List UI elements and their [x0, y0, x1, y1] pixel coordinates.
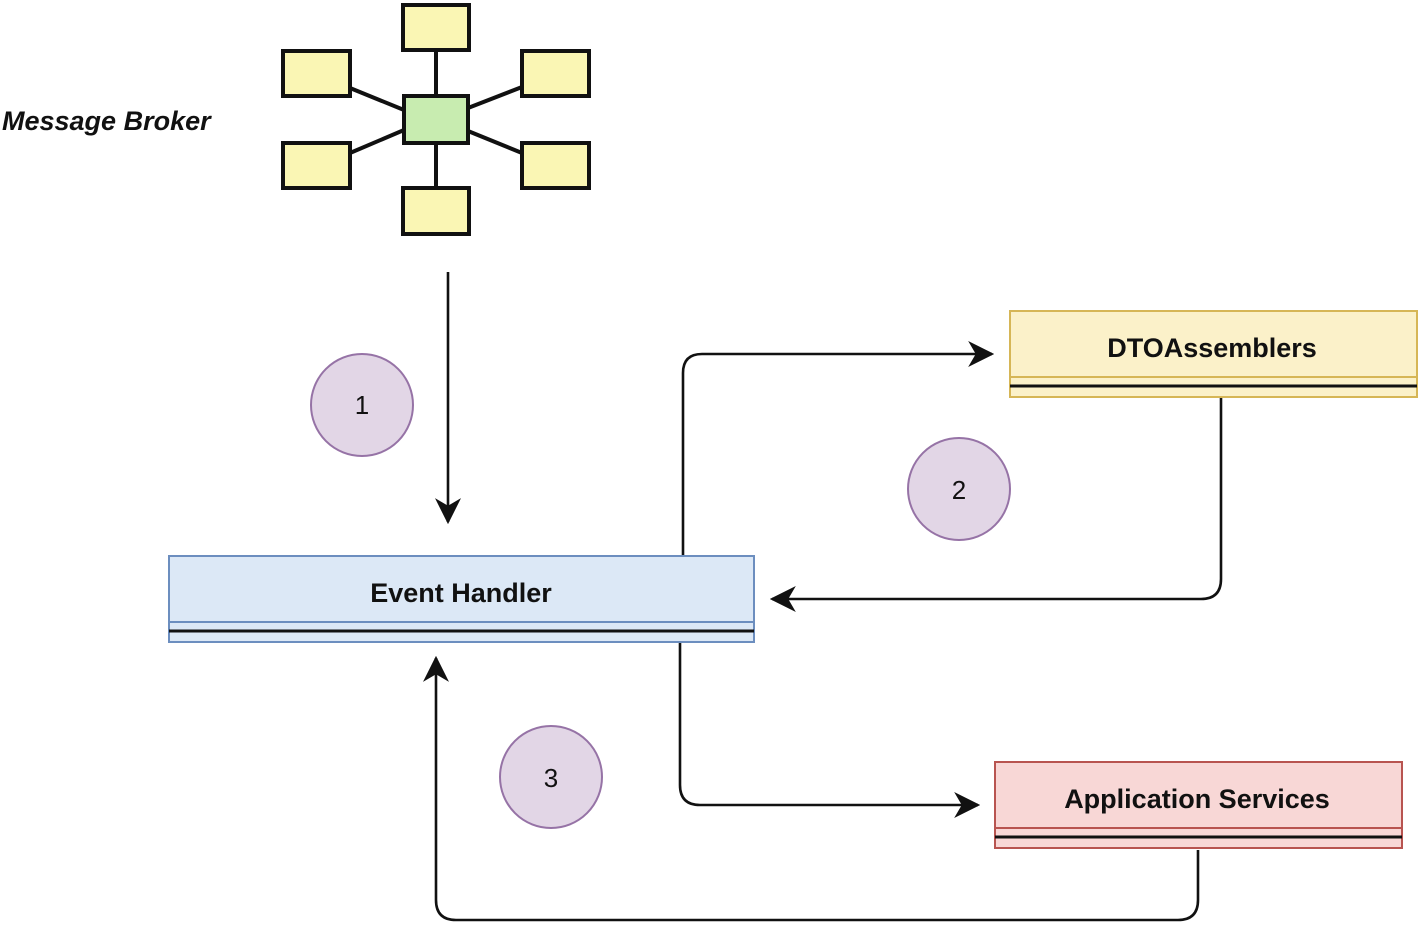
step-2-badge: 2 [907, 437, 1011, 541]
step-3-badge: 3 [499, 725, 603, 829]
edge-event-handler-to-dto-assemblers [681, 341, 995, 556]
broker-hub [402, 94, 470, 145]
edge-dto-assemblers-to-event-handler [769, 398, 1223, 612]
application-services-header [994, 761, 1403, 829]
broker-node [520, 141, 591, 190]
broker-node [401, 186, 471, 236]
broker-spoke [467, 129, 523, 155]
step-2-label: 2 [952, 475, 966, 505]
application-services-class[interactable]: Application Services [994, 761, 1403, 849]
step-1-badge: 1 [310, 353, 414, 457]
broker-node [281, 49, 352, 98]
step-1-label: 1 [355, 390, 369, 420]
broker-node [520, 49, 591, 98]
edge-event-handler-to-application-services [678, 642, 981, 818]
broker-spoke [349, 86, 405, 112]
broker-spoke [349, 128, 405, 155]
event-handler-class[interactable]: Event Handler [168, 555, 755, 643]
dto-assemblers-title: DTOAssemblers [1107, 333, 1317, 363]
application-services-title: Application Services [1064, 784, 1330, 814]
broker-spoke [467, 85, 523, 110]
dto-assemblers-header [1009, 310, 1418, 378]
message-broker-icon [281, 3, 591, 236]
broker-node [281, 141, 352, 190]
dto-assemblers-class[interactable]: DTOAssemblers [1009, 310, 1418, 398]
edge-application-services-to-event-handler [423, 655, 1200, 922]
event-handler-title: Event Handler [370, 578, 552, 608]
edges [423, 272, 1223, 922]
broker-node [401, 3, 471, 52]
step-3-label: 3 [544, 763, 558, 793]
message-broker-label: Message Broker [2, 106, 212, 136]
